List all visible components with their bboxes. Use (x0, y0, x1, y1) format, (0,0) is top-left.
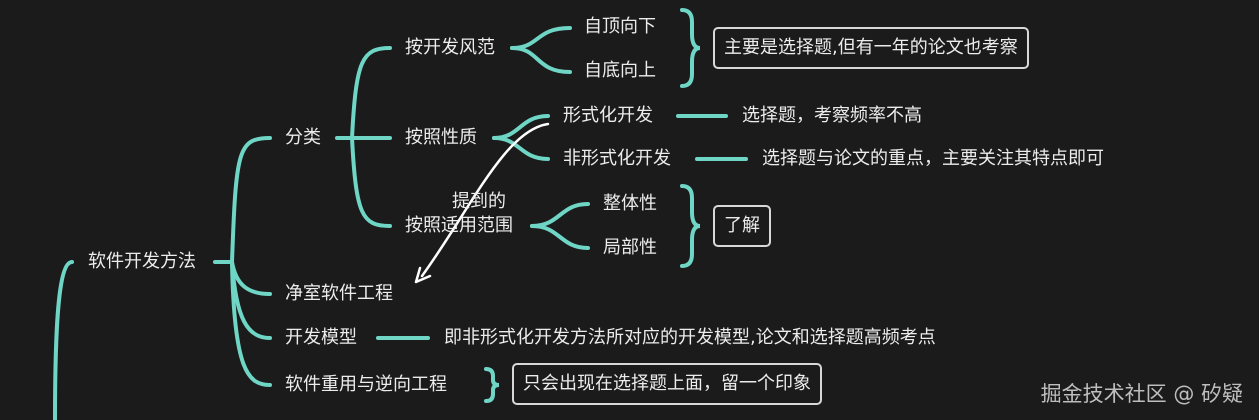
node-style: 按开发风范 (405, 37, 495, 58)
link-bottomup (510, 46, 572, 74)
link-style (350, 46, 392, 140)
link-topdown (510, 26, 572, 50)
link-informal (492, 136, 550, 161)
node-bottom-up: 自底向上 (584, 60, 656, 81)
note-dev-model: 即非形式化开发方法所对应的开发模型,论文和选择题高频考点 (444, 327, 936, 348)
note-informal: 选择题与论文的重点，主要关注其特点即可 (762, 148, 1104, 169)
scope-brace (680, 184, 701, 268)
link-partial (530, 224, 590, 250)
note-reuse-box: 只会出现在选择题上面，留一个印象 (512, 363, 822, 405)
node-top-down: 自顶向下 (584, 16, 656, 37)
node-reuse: 软件重用与逆向工程 (285, 374, 447, 395)
node-scope: 按照适用范围 (405, 215, 513, 236)
link-cleanroom (230, 260, 272, 296)
link-reuse (230, 260, 272, 387)
root-spine-line (53, 260, 74, 420)
link-classification (230, 136, 272, 264)
watermark: 掘金技术社区 @ 矽疑 (1040, 382, 1243, 406)
node-whole: 整体性 (603, 193, 657, 214)
node-partial: 局部性 (603, 237, 657, 258)
note-style-box: 主要是选择题,但有一年的论文也考察 (713, 27, 1029, 69)
annotation-arrowhead (414, 266, 432, 284)
node-cleanroom: 净室软件工程 (285, 283, 393, 304)
note-scope-box: 了解 (713, 205, 771, 247)
reuse-brace (484, 367, 500, 403)
note-formal: 选择题，考察频率不高 (742, 105, 922, 126)
node-classification: 分类 (285, 127, 321, 148)
root-node: 软件开发方法 (88, 251, 196, 272)
link-scope (350, 136, 392, 228)
annotation-arrow (420, 122, 550, 278)
node-nature: 按照性质 (405, 127, 477, 148)
link-whole (530, 202, 590, 228)
node-dev-model: 开发模型 (285, 327, 357, 348)
style-brace (680, 8, 701, 88)
annotation-label: 提到的 (452, 191, 506, 212)
node-informal: 非形式化开发 (563, 148, 671, 169)
node-formal: 形式化开发 (563, 105, 653, 126)
